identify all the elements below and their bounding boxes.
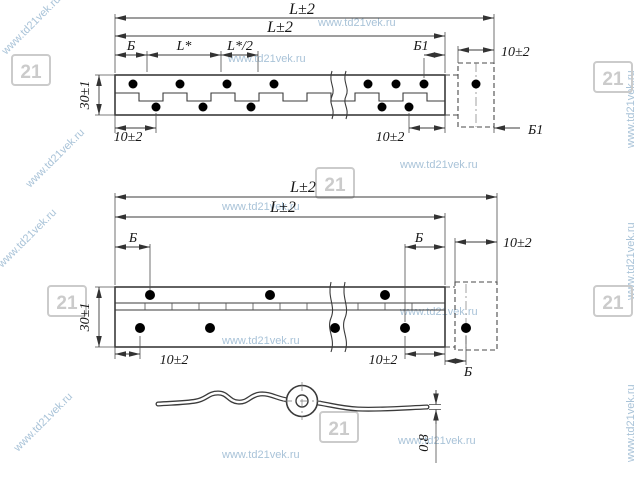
top-view: L±2 L±2 Б L* L*/2 Б1 10±2 30±1 10±2 10±2… <box>78 1 543 145</box>
screw-hole <box>397 320 413 336</box>
dim-margin-left: Б <box>128 231 137 246</box>
dim-length-leaf: L±2 <box>269 199 296 216</box>
watermark-logos: 21 21 21 21 21 21 <box>11 54 633 443</box>
watermark-text: www.td21vek.ru <box>0 207 59 271</box>
logo-21: 21 <box>328 419 350 440</box>
screw-hole <box>244 100 258 114</box>
screw-hole <box>220 77 234 91</box>
logo-box <box>319 411 359 443</box>
watermark-text: www.td21vek.ru <box>11 391 75 455</box>
watermark-text: www.td21vek.ru <box>0 0 63 58</box>
dim-strip-width: 30±1 <box>78 81 93 111</box>
break-line <box>330 70 334 120</box>
screw-hole <box>361 77 375 91</box>
watermark-text: www.td21vek.ru <box>625 70 637 149</box>
screw-hole <box>196 100 210 114</box>
hinge-strip <box>114 74 446 116</box>
dim-section-b1: Б1 <box>527 123 543 138</box>
watermark-text: www.td21vek.ru <box>625 384 637 463</box>
logo-box <box>593 285 633 317</box>
dim-hole-offset-right: 10±2 <box>376 130 405 145</box>
dim-strip-width: 30±1 <box>78 303 93 333</box>
dim-length-total: L±2 <box>288 1 315 18</box>
dim-hole-offset-left: 10±2 <box>160 353 189 368</box>
dim-thickness: 0.8 <box>417 434 432 452</box>
watermark-text: www.td21vek.ru <box>221 335 300 347</box>
logo-21: 21 <box>56 293 78 314</box>
break-line <box>344 70 348 120</box>
screw-hole <box>126 77 140 91</box>
screw-hole <box>173 77 187 91</box>
logo-21: 21 <box>20 62 42 83</box>
logo-box <box>47 285 87 317</box>
dim-pitch-half: L*/2 <box>226 39 253 54</box>
dim-length-leaf: L±2 <box>266 19 293 36</box>
watermark-logo: 21 <box>593 61 633 93</box>
screw-hole <box>375 100 389 114</box>
screw-hole <box>377 287 393 303</box>
leaf-right-inner <box>316 401 429 411</box>
screw-hole <box>132 320 148 336</box>
watermark-text: www.td21vek.ru <box>23 127 87 191</box>
logo-box <box>11 54 51 86</box>
leaf-left-inner <box>156 391 290 406</box>
dim-margin-b1: Б1 <box>412 39 428 54</box>
screw-hole <box>389 77 403 91</box>
watermark-logo: 21 <box>319 411 359 443</box>
watermark-text: www.td21vek.ru <box>625 222 637 301</box>
screw-hole <box>402 100 416 114</box>
dim-section-width: 10±2 <box>501 45 530 60</box>
dim-hole-offset-left: 10±2 <box>114 130 143 145</box>
front-view: L±2 L±2 Б Б 10±2 30±1 10±2 10±2 Б <box>78 179 532 380</box>
screw-hole <box>149 100 163 114</box>
screw-hole <box>202 320 218 336</box>
hinge-strip <box>114 286 446 348</box>
watermark-logo: 21 <box>47 285 87 317</box>
break-line <box>343 281 348 353</box>
watermark-text: www.td21vek.ru <box>221 201 300 213</box>
watermark-logo: 21 <box>593 285 633 317</box>
break-line <box>329 281 334 353</box>
logo-21: 21 <box>602 293 624 314</box>
dim-margin-b: Б <box>126 39 135 54</box>
side-view: 0.8 <box>155 382 441 463</box>
knuckle-step-line <box>115 92 445 102</box>
screw-hole <box>417 77 431 91</box>
dim-section-b: Б <box>463 365 472 380</box>
watermark-text: www.td21vek.ru <box>317 17 396 29</box>
dim-length-total: L±2 <box>289 179 316 196</box>
logo-box <box>593 61 633 93</box>
watermark-text: www.td21vek.ru <box>399 306 478 318</box>
logo-21: 21 <box>602 69 624 90</box>
watermark-logo: 21 <box>11 54 51 86</box>
watermark-text: www.td21vek.ru <box>399 159 478 171</box>
knuckle-ticks <box>144 303 413 310</box>
logo-21: 21 <box>324 175 346 196</box>
screw-hole <box>262 287 278 303</box>
screw-hole <box>267 77 281 91</box>
dim-section-width: 10±2 <box>503 236 532 251</box>
dim-pitch: L* <box>176 39 192 54</box>
watermark-logo: 21 <box>315 167 355 199</box>
dim-margin-right: Б <box>414 231 423 246</box>
watermarks: www.td21vek.ru www.td21vek.ru www.td21ve… <box>0 0 637 463</box>
section-detail <box>454 281 498 351</box>
watermark-text: www.td21vek.ru <box>221 449 300 461</box>
dim-hole-offset-right: 10±2 <box>369 353 398 368</box>
